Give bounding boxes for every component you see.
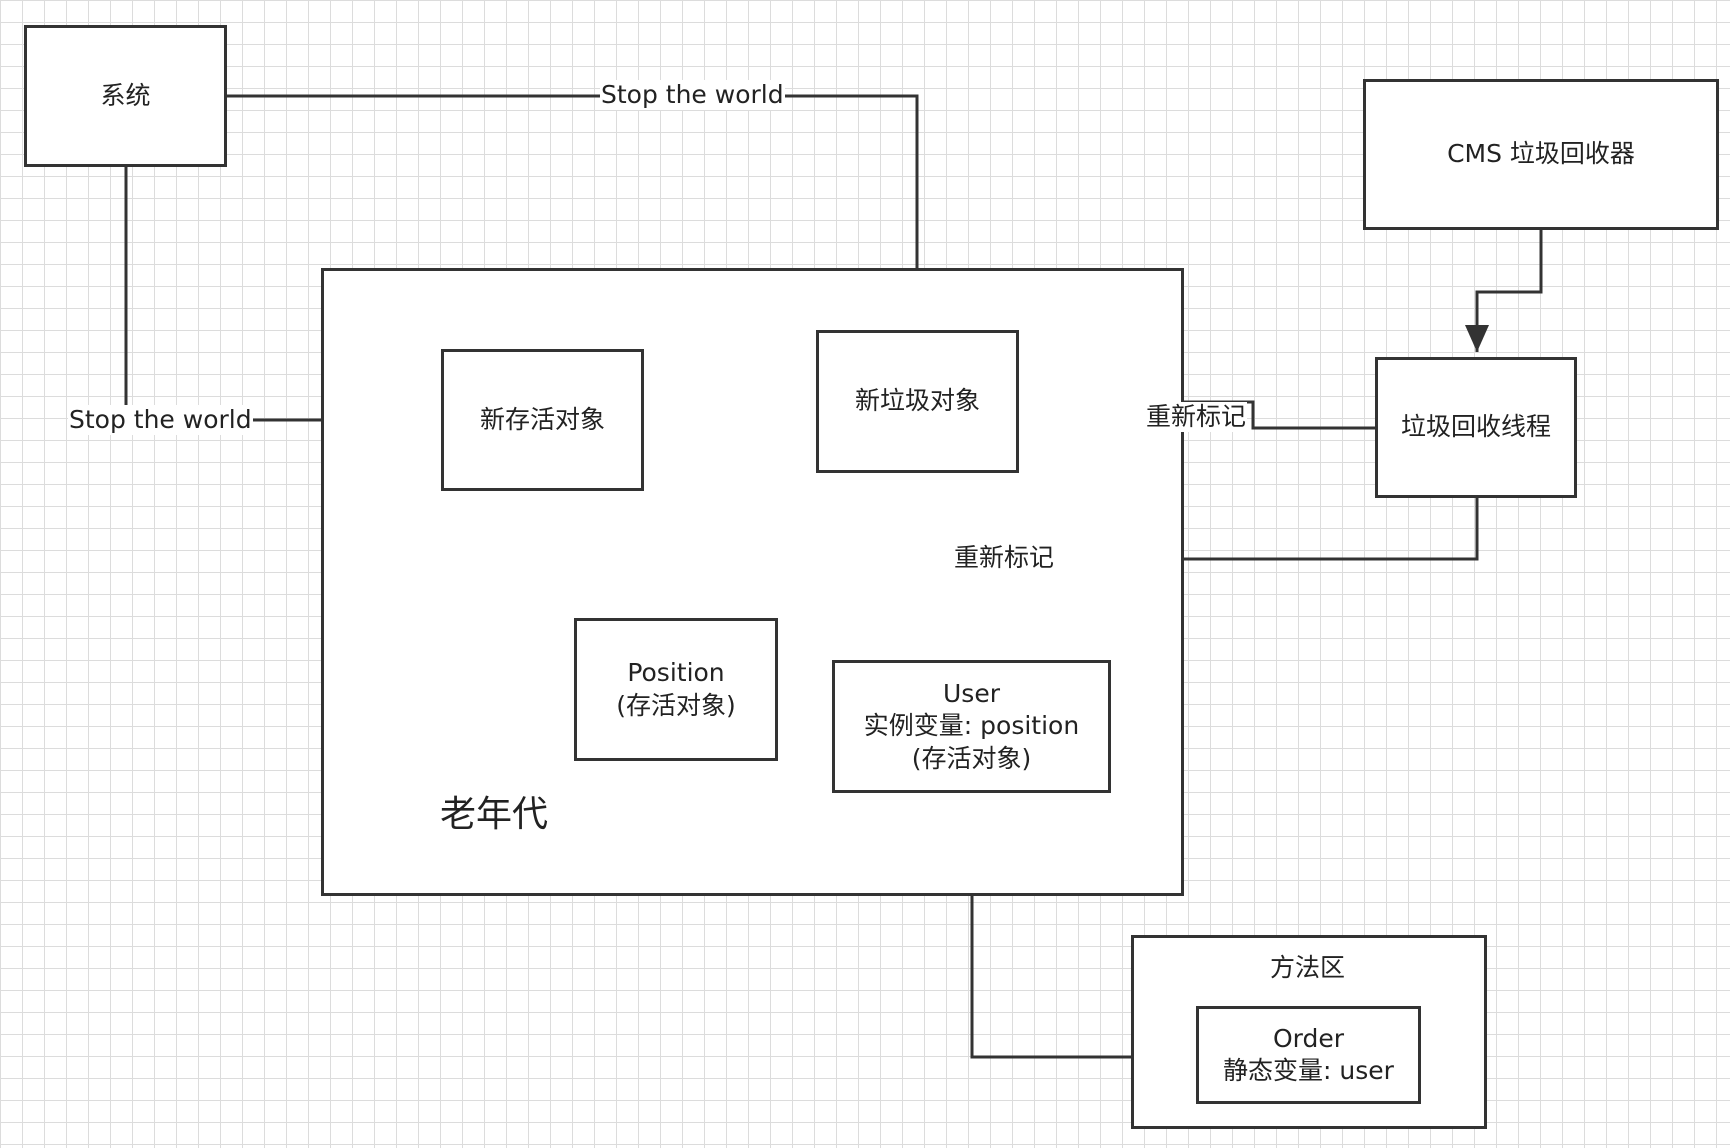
edge-label-remark-lower: 重新标记 <box>953 543 1056 573</box>
gc-thread-label: 垃圾回收线程 <box>1400 412 1551 442</box>
user-name: User <box>943 678 1000 708</box>
cms-collector-label: CMS 垃圾回收器 <box>1447 139 1635 169</box>
position-name: Position <box>627 658 725 687</box>
edge-label-stop-world-left: Stop the world <box>68 405 253 435</box>
user-object-node: User 实例变量: position (存活对象) <box>832 660 1111 793</box>
new-garbage-object-label: 新垃圾对象 <box>854 386 980 416</box>
order-object-node: Order 静态变量: user <box>1196 1006 1421 1104</box>
position-status: (存活对象) <box>616 690 736 720</box>
order-static-variable: 静态变量: user <box>1223 1056 1394 1085</box>
edge-cms-to-gc-thread <box>1465 229 1543 352</box>
new-garbage-object-node: 新垃圾对象 <box>816 330 1019 473</box>
new-live-object-node: 新存活对象 <box>441 349 644 491</box>
cms-collector-node: CMS 垃圾回收器 <box>1363 79 1719 230</box>
system-node: 系统 <box>24 25 227 167</box>
order-name: Order <box>1272 1023 1345 1053</box>
edge-label-stop-world-top: Stop the world <box>600 80 785 110</box>
user-status: (存活对象) <box>911 743 1032 773</box>
user-instance-variable: 实例变量: position <box>863 711 1080 741</box>
system-label: 系统 <box>100 80 151 110</box>
new-live-object-label: 新存活对象 <box>479 404 605 434</box>
position-object-node: Position (存活对象) <box>574 618 778 761</box>
old-generation-label: 老年代 <box>440 794 549 835</box>
edge-system-to-new-garbage <box>226 94 929 328</box>
method-area-label: 方法区 <box>1270 953 1346 982</box>
edge-label-remark-upper: 重新标记 <box>1145 402 1248 432</box>
gc-thread-node: 垃圾回收线程 <box>1375 357 1577 498</box>
